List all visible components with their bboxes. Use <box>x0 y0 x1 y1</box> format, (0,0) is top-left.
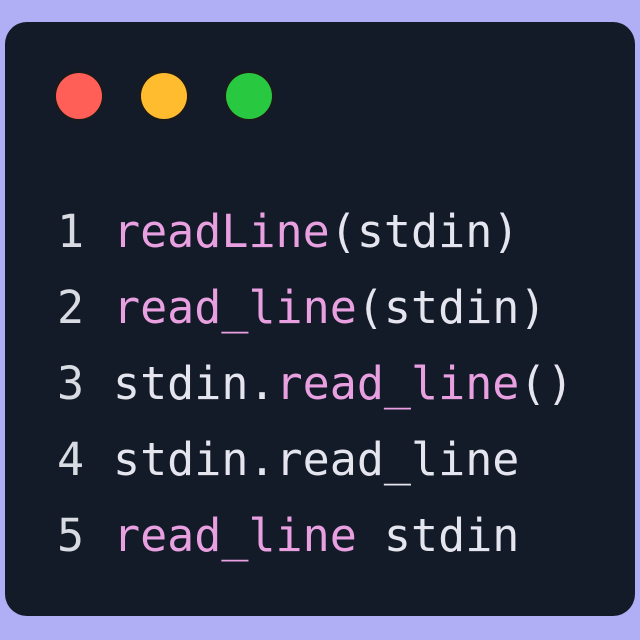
code-line: 4 stdin.read_line <box>57 422 574 498</box>
code-line: 5 read_line stdin <box>57 498 574 574</box>
code-line: 1 readLine(stdin) <box>57 194 574 270</box>
code-line: 3 stdin.read_line() <box>57 346 574 422</box>
line-number: 2 <box>57 281 85 334</box>
function-name-token: read_line <box>113 509 357 562</box>
maximize-window-dot-icon[interactable] <box>226 73 272 119</box>
code-token: (stdin) <box>356 281 547 334</box>
code-token: stdin.read_line <box>113 433 520 486</box>
line-number: 3 <box>57 357 85 410</box>
code-line: 2 read_line(stdin) <box>57 270 574 346</box>
line-number: 4 <box>57 433 85 486</box>
close-window-dot-icon[interactable] <box>56 73 102 119</box>
line-number: 1 <box>57 205 85 258</box>
code-token: (stdin) <box>329 205 520 258</box>
minimize-window-dot-icon[interactable] <box>141 73 187 119</box>
function-name-token: read_line <box>275 357 520 410</box>
line-number: 5 <box>57 509 85 562</box>
function-name-token: readLine <box>113 205 330 258</box>
code-token: stdin <box>356 509 520 562</box>
code-token: () <box>519 357 574 410</box>
function-name-token: read_line <box>113 281 357 334</box>
code-token: stdin. <box>113 357 276 410</box>
